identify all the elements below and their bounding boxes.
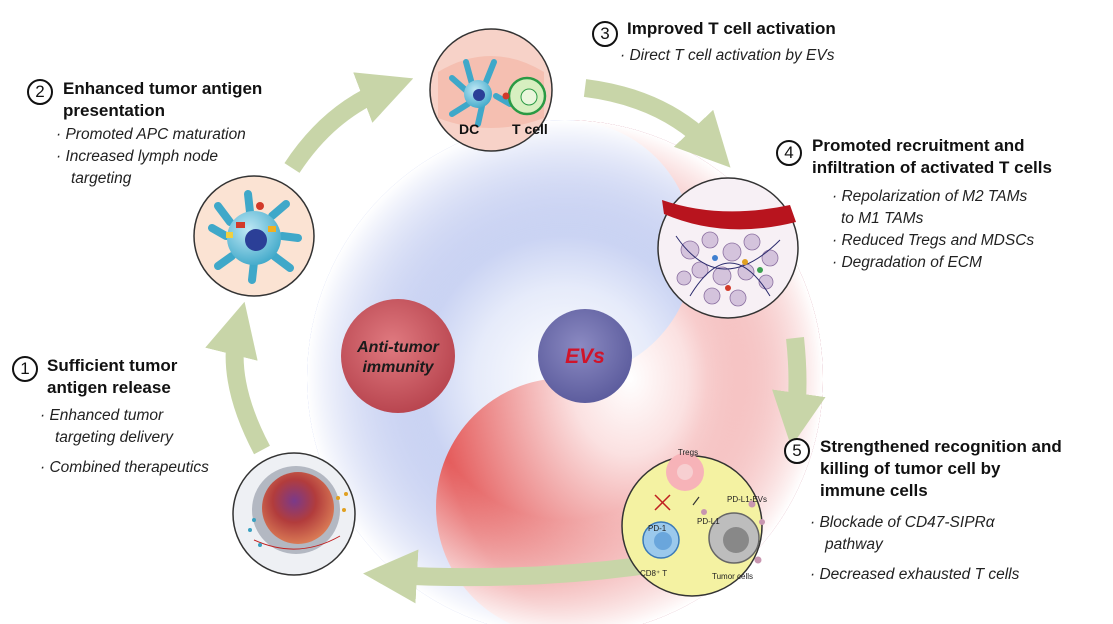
step-2-title: Enhanced tumor antigen presentation [63,79,263,120]
cd8-label: CD8⁺ T [640,569,667,578]
tregs-label: Tregs [678,448,698,457]
anti-tumor-orb [341,299,455,413]
arrow-2-to-3 [284,72,414,173]
tcell-label: T cell [512,121,548,137]
circle5-labels: Tregs PD-L1-EVs PD-L1 PD-1 CD8⁺ T Tumor … [640,448,767,581]
evs-label: EVs [565,345,605,368]
step-1-bullets: · Enhanced tumor targeting delivery · Co… [40,407,209,476]
pdl1-label: PD-L1 [697,517,720,526]
arrow-4-to-5 [772,337,826,447]
pdl1-evs-label: PD-L1-EVs [727,495,767,504]
arrow-1-to-2 [205,301,270,455]
step-5-title: Strengthened recognition and killing of … [820,437,1062,500]
tissue-illustration [657,177,799,319]
tumor-cells-label: Tumor cells [712,572,753,581]
dc-tcell-illustration [429,28,553,152]
tumor-killing-illustration [621,453,765,597]
cycle-arrows [205,72,826,604]
dc-label: DC [459,121,480,137]
pd1-label: PD-1 [648,524,667,533]
apc-cell-illustration [193,175,315,297]
step-2-bullets: · Promoted APC maturation · Increased ly… [56,126,246,187]
step-2-number: 2 [27,79,53,105]
step-3-bullets: · Direct T cell activation by EVs [620,47,835,64]
step-5-bullets: · Blockade of CD47-SIPRα pathway · Decre… [810,514,1020,583]
step-3-title: Improved T cell activation [627,19,836,38]
step-4-number: 4 [776,140,802,166]
step-4-bullets: · Repolarization of M2 TAMs to M1 TAMs ·… [832,188,1035,271]
step-1-title: Sufficient tumor antigen release [47,356,178,397]
anti-tumor-label-line2: immunity [362,359,434,376]
arrow-3-to-4 [583,79,731,168]
anti-tumor-label-line1: Anti-tumor [356,339,440,356]
evs-orb [538,309,632,403]
step-5-number: 5 [784,438,810,464]
arrow-5-to-1 [363,549,642,604]
step-1-number: 1 [12,356,38,382]
step-3-number: 3 [592,21,618,47]
step-4-title: Promoted recruitment and infiltration of… [812,136,1052,177]
tumor-spheroid-illustration [232,452,356,576]
